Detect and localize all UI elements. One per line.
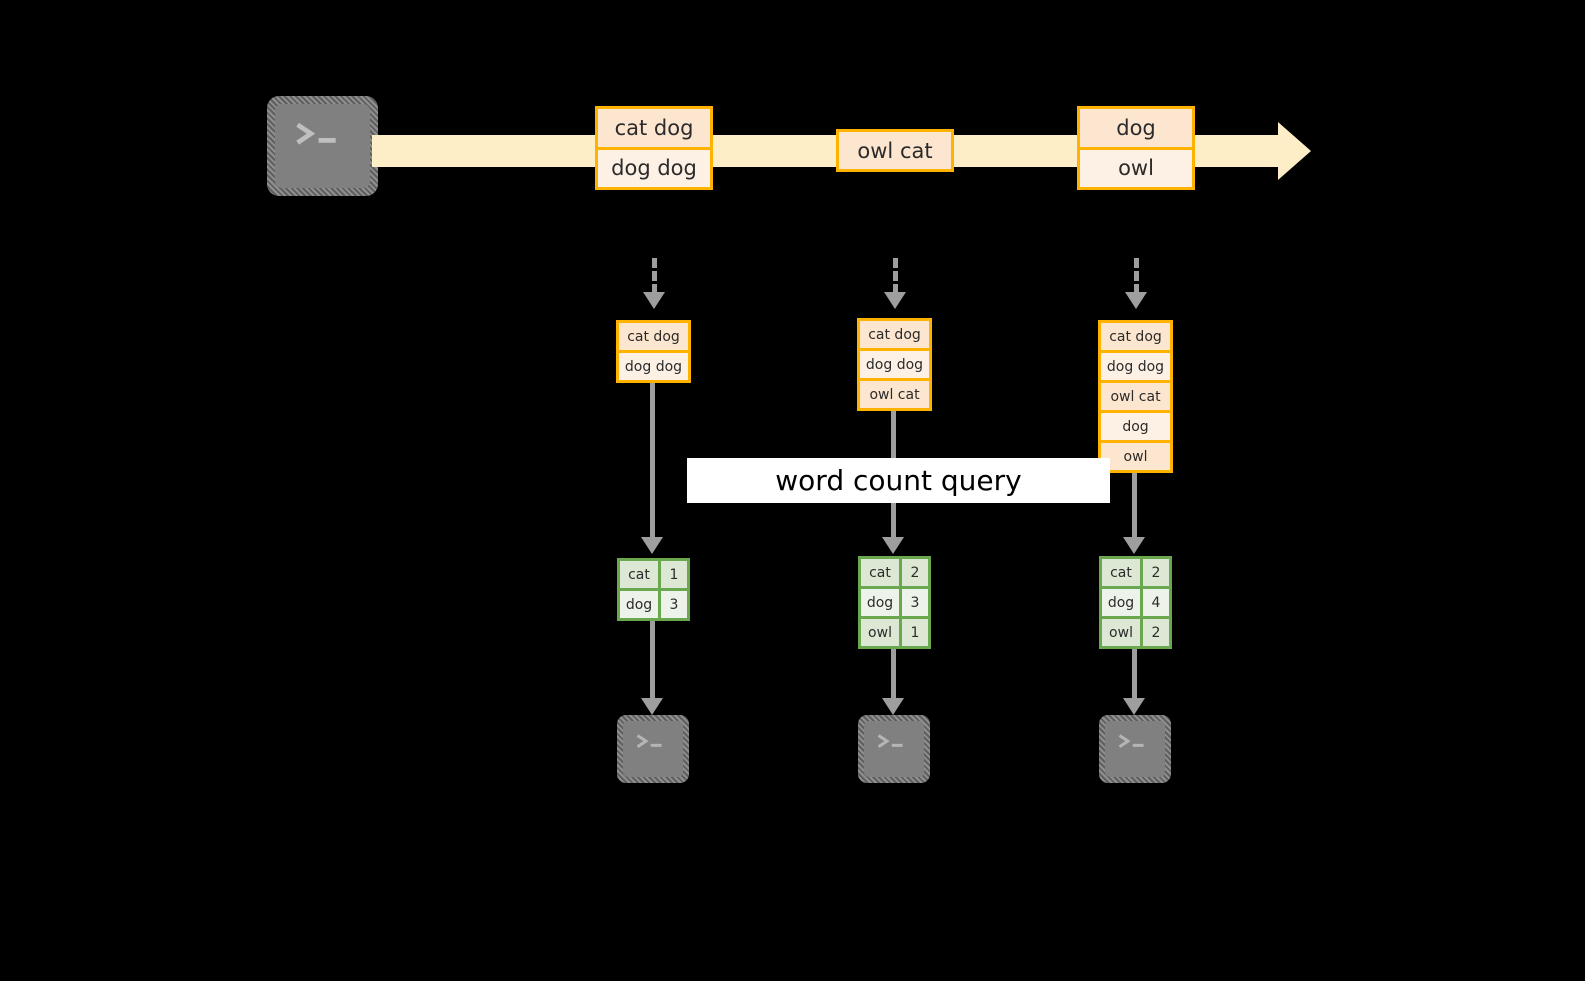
result-word: cat <box>1102 559 1143 586</box>
sink-connector-2 <box>891 649 896 700</box>
dashed-connector-2 <box>893 258 898 294</box>
result-count: 2 <box>1143 559 1169 586</box>
table-row: cat 1 <box>620 561 687 591</box>
result-count: 3 <box>661 591 687 618</box>
result-table-2: cat 2 dog 3 owl 1 <box>858 556 931 649</box>
dashed-connector-2-arrowhead-icon <box>884 292 906 309</box>
sink-connector-1 <box>650 621 655 700</box>
result-count: 1 <box>661 561 687 588</box>
terminal-prompt-icon <box>296 123 336 146</box>
snapshot-3: cat dog dog dog owl cat dog owl <box>1098 320 1173 473</box>
query-connector-3-arrowhead-icon <box>1123 537 1145 554</box>
dashed-connector-3-arrowhead-icon <box>1125 292 1147 309</box>
stream-record: owl <box>1080 149 1192 187</box>
snapshot-1: cat dog dog dog <box>616 320 691 383</box>
result-word: owl <box>1102 619 1143 646</box>
query-connector-1-arrowhead-icon <box>641 537 663 554</box>
stream-record: dog <box>1080 109 1192 150</box>
sink-1-terminal-icon <box>617 715 689 783</box>
result-count: 1 <box>902 619 928 646</box>
sink-connector-1-arrowhead-icon <box>641 698 663 715</box>
result-table-3: cat 2 dog 4 owl 2 <box>1099 556 1172 649</box>
table-row: cat 2 <box>1102 559 1169 589</box>
snapshot-record: dog <box>1101 413 1170 443</box>
terminal-prompt-icon <box>877 734 903 748</box>
result-word: dog <box>620 591 661 618</box>
snapshot-record: cat dog <box>619 323 688 353</box>
snapshot-record: dog dog <box>1101 353 1170 383</box>
snapshot-record: owl cat <box>1101 383 1170 413</box>
snapshot-record: dog dog <box>860 351 929 381</box>
result-word: dog <box>861 589 902 616</box>
stream-group-2: owl cat <box>836 129 954 172</box>
terminal-screen <box>623 721 683 777</box>
sink-2-terminal-icon <box>858 715 930 783</box>
table-row: dog 3 <box>620 591 687 618</box>
query-label-text: word count query <box>775 464 1022 497</box>
result-table-1: cat 1 dog 3 <box>617 558 690 621</box>
dashed-connector-1-arrowhead-icon <box>643 292 665 309</box>
result-word: cat <box>620 561 661 588</box>
terminal-screen <box>864 721 924 777</box>
result-count: 2 <box>902 559 928 586</box>
query-label: word count query <box>687 458 1110 503</box>
dashed-connector-1 <box>652 258 657 294</box>
result-count: 4 <box>1143 589 1169 616</box>
stream-record: dog dog <box>598 149 710 187</box>
sink-connector-3 <box>1132 649 1137 700</box>
result-word: owl <box>861 619 902 646</box>
table-row: owl 1 <box>861 619 928 646</box>
query-connector-3 <box>1132 473 1137 539</box>
stream-group-3: dog owl <box>1077 106 1195 190</box>
terminal-screen <box>1105 721 1165 777</box>
snapshot-record: cat dog <box>860 321 929 351</box>
table-row: dog 4 <box>1102 589 1169 619</box>
sink-connector-3-arrowhead-icon <box>1123 698 1145 715</box>
query-connector-2-arrowhead-icon <box>882 537 904 554</box>
snapshot-2: cat dog dog dog owl cat <box>857 318 932 411</box>
result-count: 3 <box>902 589 928 616</box>
snapshot-record: owl cat <box>860 381 929 408</box>
stream-arrowhead-icon <box>1278 122 1311 180</box>
table-row: dog 3 <box>861 589 928 619</box>
sink-connector-2-arrowhead-icon <box>882 698 904 715</box>
source-terminal-icon <box>267 96 378 196</box>
terminal-prompt-icon <box>636 734 662 748</box>
stream-group-1: cat dog dog dog <box>595 106 713 190</box>
sink-3-terminal-icon <box>1099 715 1171 783</box>
terminal-prompt-icon <box>1118 734 1144 748</box>
snapshot-record: owl <box>1101 443 1170 470</box>
snapshot-record: dog dog <box>619 353 688 380</box>
query-connector-1 <box>650 383 655 539</box>
table-row: cat 2 <box>861 559 928 589</box>
dashed-connector-3 <box>1134 258 1139 294</box>
snapshot-record: cat dog <box>1101 323 1170 353</box>
table-row: owl 2 <box>1102 619 1169 646</box>
stream-record: owl cat <box>839 132 951 169</box>
result-word: cat <box>861 559 902 586</box>
result-count: 2 <box>1143 619 1169 646</box>
stream-record: cat dog <box>598 109 710 150</box>
result-word: dog <box>1102 589 1143 616</box>
terminal-screen <box>275 104 370 188</box>
